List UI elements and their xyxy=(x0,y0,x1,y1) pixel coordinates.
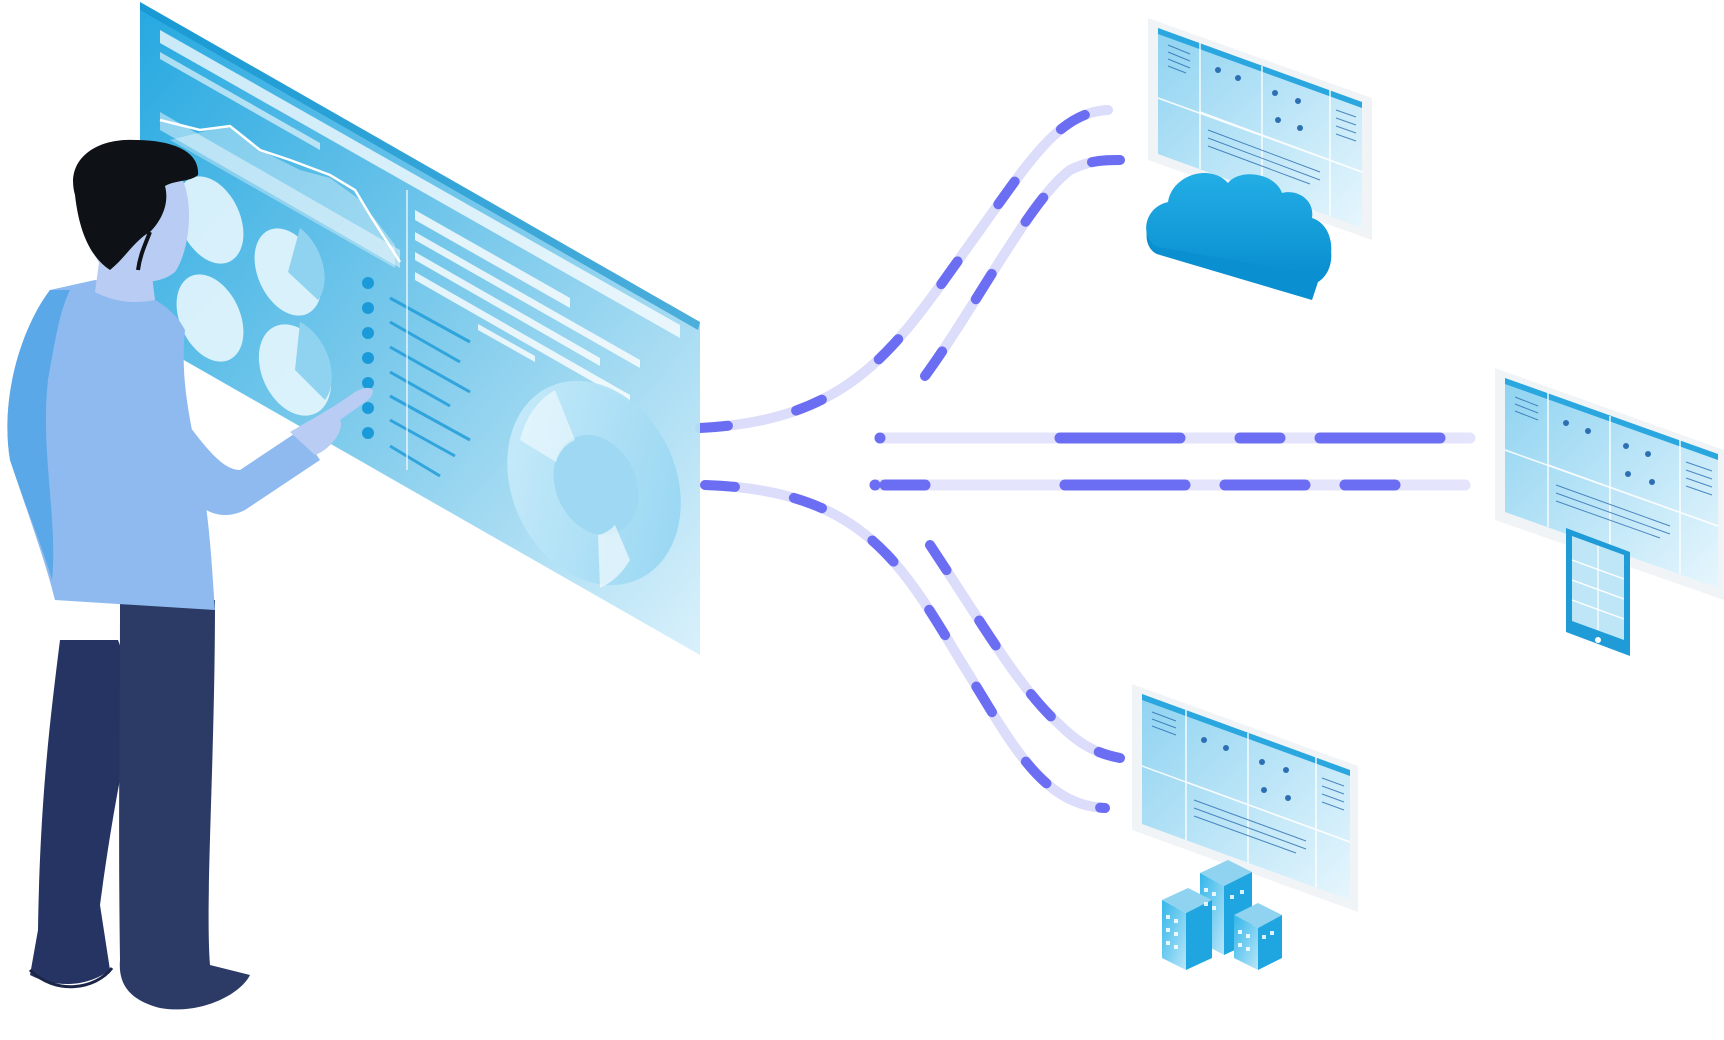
tablet-icon xyxy=(1566,528,1630,656)
office-endpoint xyxy=(1132,684,1358,970)
cloud-endpoint xyxy=(1146,18,1372,300)
buildings-icon xyxy=(1162,860,1282,970)
monitor-icon xyxy=(1148,18,1372,240)
cloud-icon xyxy=(1146,173,1332,300)
monitor-icon xyxy=(1495,368,1724,600)
area-chart xyxy=(159,112,402,268)
device-endpoint xyxy=(1495,368,1724,656)
dashboard-panel xyxy=(140,2,700,655)
connector-lines xyxy=(695,105,1476,813)
list-rows xyxy=(362,277,471,478)
text-bars xyxy=(415,210,640,403)
person-icon xyxy=(7,139,373,1010)
monitor-icon xyxy=(1132,684,1358,912)
donut-chart xyxy=(507,380,681,588)
pie-charts xyxy=(176,176,332,416)
